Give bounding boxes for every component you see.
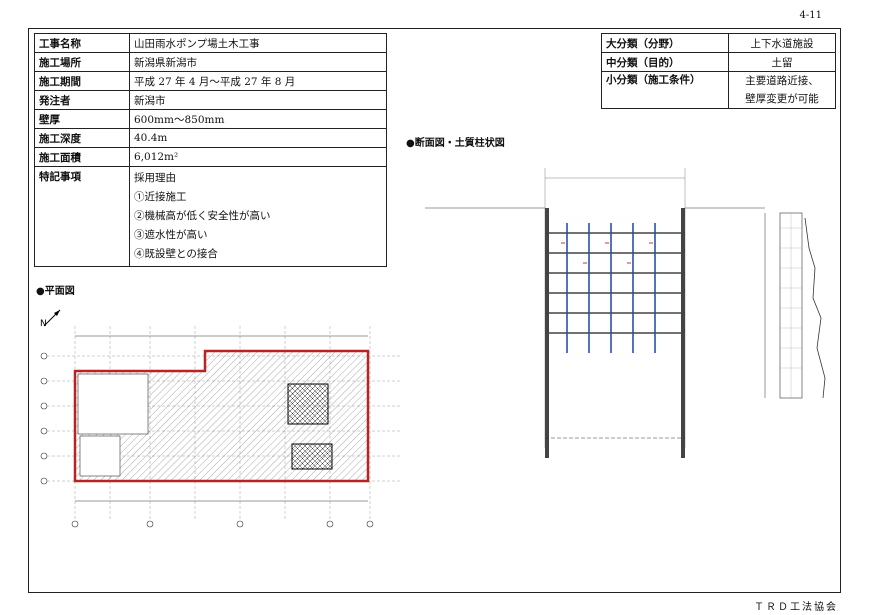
- minor-value-line: 壁厚変更が可能: [745, 93, 819, 105]
- major-value: 上下水道施設: [728, 33, 836, 53]
- minor-value-line: 主要道路近接、: [745, 75, 819, 87]
- notes-label: 特記事項: [34, 166, 130, 267]
- page-border: [28, 28, 841, 593]
- note-item: 採用理由: [134, 172, 176, 184]
- row-label: 施工深度: [34, 128, 130, 148]
- cross-section-drawing: [425, 168, 826, 458]
- row-label: 発注者: [34, 90, 130, 110]
- existing-structure: [77, 373, 149, 435]
- notes-row: 特記事項 採用理由 ①近接施工 ②機械高が低く安全性が高い ③遮水性が高い ④既…: [34, 166, 387, 267]
- minor-value: 主要道路近接、 壁厚変更が可能: [728, 71, 836, 109]
- minor-label: 小分類（施工条件）: [601, 71, 729, 109]
- row-value: 山田雨水ポンプ場土木工事: [129, 33, 387, 53]
- pit: [291, 443, 333, 470]
- grid-lines: [544, 168, 686, 448]
- existing-structure: [79, 435, 121, 477]
- svg-text:N: N: [40, 319, 47, 329]
- middle-label: 中分類（目的）: [601, 52, 729, 72]
- table-row: 中分類（目的） 土留: [601, 52, 836, 72]
- grid-markers: [40, 352, 374, 528]
- row-label: 工事名称: [34, 33, 130, 53]
- note-item: ①近接施工: [134, 191, 187, 203]
- table-row: 施工深度 40.4m: [34, 128, 387, 148]
- table-row: 発注者 新潟市: [34, 90, 387, 110]
- table-row: 壁厚 600mm～850mm: [34, 109, 387, 129]
- wale-markers: [561, 242, 653, 264]
- note-item: ②機械高が低く安全性が高い: [134, 210, 271, 222]
- n-value-graph: [804, 217, 826, 399]
- row-value: 新潟県新潟市: [129, 52, 387, 72]
- row-value: 新潟市: [129, 90, 387, 110]
- note-item: ③遮水性が高い: [134, 229, 208, 241]
- row-value: 平成 27 年 4 月～平成 27 年 8 月: [129, 71, 387, 91]
- project-info-table: 工事名称 山田雨水ポンプ場土木工事 施工場所 新潟県新潟市 施工期間 平成 27…: [34, 33, 387, 267]
- table-row: 大分類（分野） 上下水道施設: [601, 33, 836, 53]
- row-label: 施工場所: [34, 52, 130, 72]
- north-arrow-icon: N: [40, 309, 61, 329]
- row-value: 40.4m: [129, 128, 387, 148]
- table-row: 工事名称 山田雨水ポンプ場土木工事: [34, 33, 387, 53]
- pit: [287, 383, 329, 425]
- wall-right: [681, 208, 685, 458]
- table-row: 施工場所 新潟県新潟市: [34, 52, 387, 72]
- plan-drawing: N: [40, 309, 400, 528]
- plan-title: ●平面図: [36, 286, 75, 297]
- row-label: 施工面積: [34, 147, 130, 167]
- major-label: 大分類（分野）: [601, 33, 729, 53]
- row-label: 壁厚: [34, 109, 130, 129]
- middle-value: 土留: [728, 52, 836, 72]
- row-label: 施工期間: [34, 71, 130, 91]
- piles: [566, 223, 656, 353]
- table-row: 小分類（施工条件） 主要道路近接、 壁厚変更が可能: [601, 71, 836, 109]
- classification-table: 大分類（分野） 上下水道施設 中分類（目的） 土留 小分類（施工条件） 主要道路…: [601, 33, 836, 109]
- wall-left: [545, 208, 549, 458]
- row-value: 6,012m²: [129, 147, 387, 167]
- table-row: 施工期間 平成 27 年 4 月～平成 27 年 8 月: [34, 71, 387, 91]
- note-item: ④既設壁との接合: [134, 248, 218, 260]
- table-row: 施工面積 6,012m²: [34, 147, 387, 167]
- notes-list: 採用理由 ①近接施工 ②機械高が低く安全性が高い ③遮水性が高い ④既設壁との接…: [129, 166, 387, 267]
- cross-section-title: ●断面図・土質柱状図: [406, 138, 505, 149]
- struts: [549, 232, 681, 334]
- page-number: 4-11: [799, 10, 822, 21]
- soil-column: [779, 212, 803, 399]
- footer-org: ＴＲＤ工法協会: [754, 602, 838, 613]
- row-value: 600mm～850mm: [129, 109, 387, 129]
